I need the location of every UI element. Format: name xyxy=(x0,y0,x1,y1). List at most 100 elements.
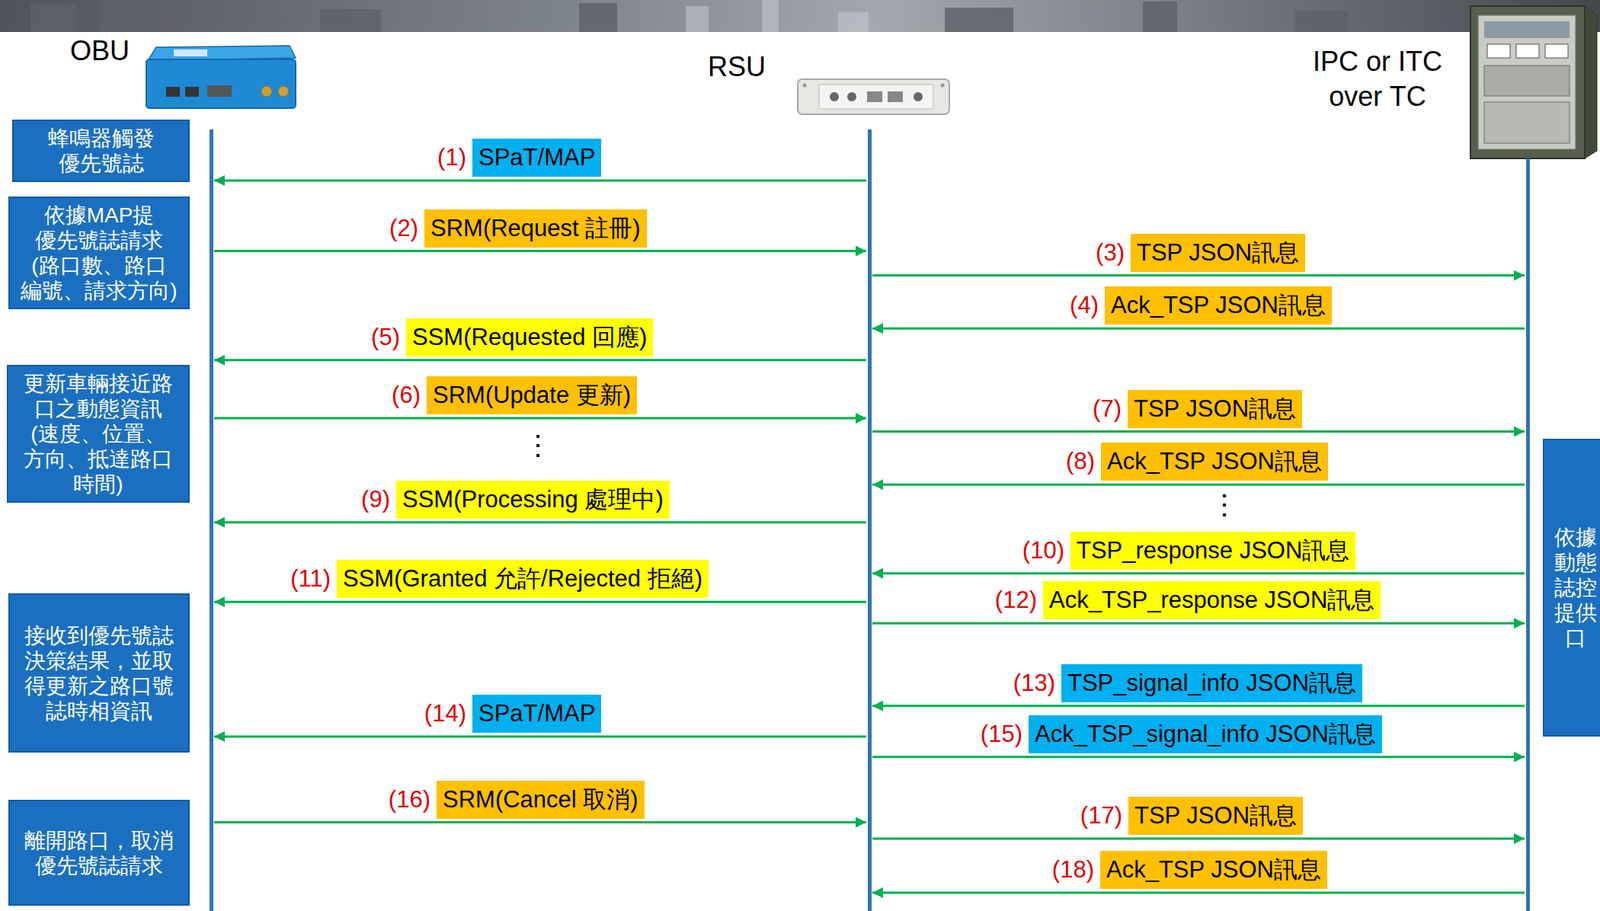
building xyxy=(320,9,381,32)
device-port xyxy=(166,86,180,97)
skyline-light xyxy=(685,0,869,32)
skyline xyxy=(30,0,1349,32)
message-label: SSM(Granted 允許/Rejected 拒絕) xyxy=(336,560,709,599)
annotation-box: 離開路口，取消 優先號誌請求 xyxy=(8,800,190,906)
device-panel xyxy=(819,84,934,109)
participant-label: RSU xyxy=(707,49,766,85)
cabinet-meter xyxy=(1545,44,1568,58)
annotation-text: 接收到優先號誌 決策結果，並取 得更新之路口號 誌時相資訊 xyxy=(14,623,184,724)
device-port xyxy=(887,91,903,103)
message-arrow xyxy=(214,601,867,604)
screw xyxy=(940,83,945,88)
callout-number: (14) xyxy=(424,698,467,730)
message-label: SRM(Request 註冊) xyxy=(424,209,647,248)
device-connector xyxy=(913,92,923,102)
controller-cabinet xyxy=(1470,6,1597,159)
device-connector xyxy=(847,92,857,102)
message-label: SSM(Processing 處理中) xyxy=(396,480,670,519)
message-arrow xyxy=(872,483,1525,487)
callout-number: (15) xyxy=(980,719,1023,750)
message-arrow xyxy=(872,430,1525,433)
lifeline: IPC or ITC over TC xyxy=(1524,158,1531,911)
annotation-box: 更新車輛接近路 口之動態資訊 (速度、位置、 方向、抵達路口 時間) xyxy=(6,364,190,503)
annotation-text: 依據 動態 誌控 提供 口 xyxy=(1552,524,1599,651)
participant-label: OBU xyxy=(70,33,130,69)
message-arrow xyxy=(872,704,1525,708)
building xyxy=(30,4,77,32)
message-arrow xyxy=(872,755,1525,759)
screw xyxy=(803,83,807,88)
message-label: Ack_TSP JSON訊息 xyxy=(1104,286,1332,325)
antenna-connector xyxy=(261,86,272,97)
callout-number: (7) xyxy=(1092,393,1122,425)
building xyxy=(944,7,1014,32)
building xyxy=(838,12,869,32)
cabinet-rack xyxy=(1484,65,1570,96)
message-label: Ack_TSP JSON訊息 xyxy=(1100,442,1328,481)
message-label: SPaT/MAP xyxy=(472,694,602,733)
cabinet-rack xyxy=(1484,102,1570,144)
callout-number: (2) xyxy=(389,213,419,244)
callout-number: (5) xyxy=(371,322,400,353)
message-arrow xyxy=(214,179,867,183)
cabinet-meter xyxy=(1516,44,1540,58)
callout-number: (18) xyxy=(1052,854,1095,886)
callout-number: (10) xyxy=(1022,535,1065,567)
device-sticker xyxy=(173,49,208,57)
callout-number: (1) xyxy=(437,142,467,173)
message-label: TSP JSON訊息 xyxy=(1128,796,1303,836)
rsu-device xyxy=(797,79,950,115)
cabinet-meter xyxy=(1487,44,1511,58)
device-port xyxy=(207,85,232,97)
cabinet-door xyxy=(1584,6,1597,159)
annotation-box: 依據MAP提 優先號誌請求 (路口數、路口 編號、請求方向) xyxy=(8,196,190,310)
building xyxy=(1142,1,1178,32)
annotation-box: 依據 動態 誌控 提供 口 xyxy=(1542,438,1600,737)
annotation-text: 離開路口，取消 優先號誌請求 xyxy=(14,828,184,879)
annotation-text: 更新車輛接近路 口之動態資訊 (速度、位置、 方向、抵達路口 時間) xyxy=(12,371,184,497)
message-arrow xyxy=(214,249,867,253)
message-arrow xyxy=(214,521,867,524)
building xyxy=(99,0,130,32)
building xyxy=(685,6,709,32)
message-label: TSP JSON訊息 xyxy=(1130,233,1306,272)
callout-number: (8) xyxy=(1065,446,1095,477)
message-arrow xyxy=(872,572,1525,575)
building xyxy=(579,3,618,32)
annotation-box: 接收到優先號誌 決策結果，並取 得更新之路口號 誌時相資訊 xyxy=(8,593,190,753)
continuation-dots: ⋮ xyxy=(1210,489,1239,521)
lifeline: OBU xyxy=(208,129,215,911)
message-label: SRM(Update 更新) xyxy=(426,376,637,415)
message-arrow xyxy=(872,622,1525,625)
device-port xyxy=(185,86,199,97)
message-arrow xyxy=(214,417,867,420)
building xyxy=(1295,10,1349,32)
message-label: TSP_signal_info JSON訊息 xyxy=(1061,664,1363,703)
callout-number: (4) xyxy=(1069,290,1099,321)
annotation-text: 依據MAP提 優先號誌請求 (路口數、路口 編號、請求方向) xyxy=(14,202,184,304)
cabinet-panel xyxy=(1478,15,1576,150)
message-label: TSP_response JSON訊息 xyxy=(1070,531,1356,570)
lifeline: RSU xyxy=(866,129,873,911)
message-arrow xyxy=(872,837,1525,840)
message-arrow xyxy=(872,891,1525,894)
callout-number: (16) xyxy=(388,784,431,816)
callout-number: (6) xyxy=(391,380,421,411)
building xyxy=(761,0,779,32)
message-label: SSM(Requested 回應) xyxy=(406,318,653,357)
device-front xyxy=(146,59,296,109)
message-arrow xyxy=(872,327,1525,330)
callout-number: (3) xyxy=(1095,237,1125,269)
message-arrow xyxy=(872,274,1525,277)
message-label: TSP JSON訊息 xyxy=(1127,390,1303,429)
message-label: Ack_TSP_response JSON訊息 xyxy=(1043,581,1381,620)
callout-number: (9) xyxy=(361,484,391,516)
device-body xyxy=(797,79,950,115)
message-label: SPaT/MAP xyxy=(472,138,602,177)
callout-number: (13) xyxy=(1013,668,1056,699)
antenna-connector xyxy=(278,86,289,97)
participant-label: IPC or ITC over TC xyxy=(1297,44,1458,115)
